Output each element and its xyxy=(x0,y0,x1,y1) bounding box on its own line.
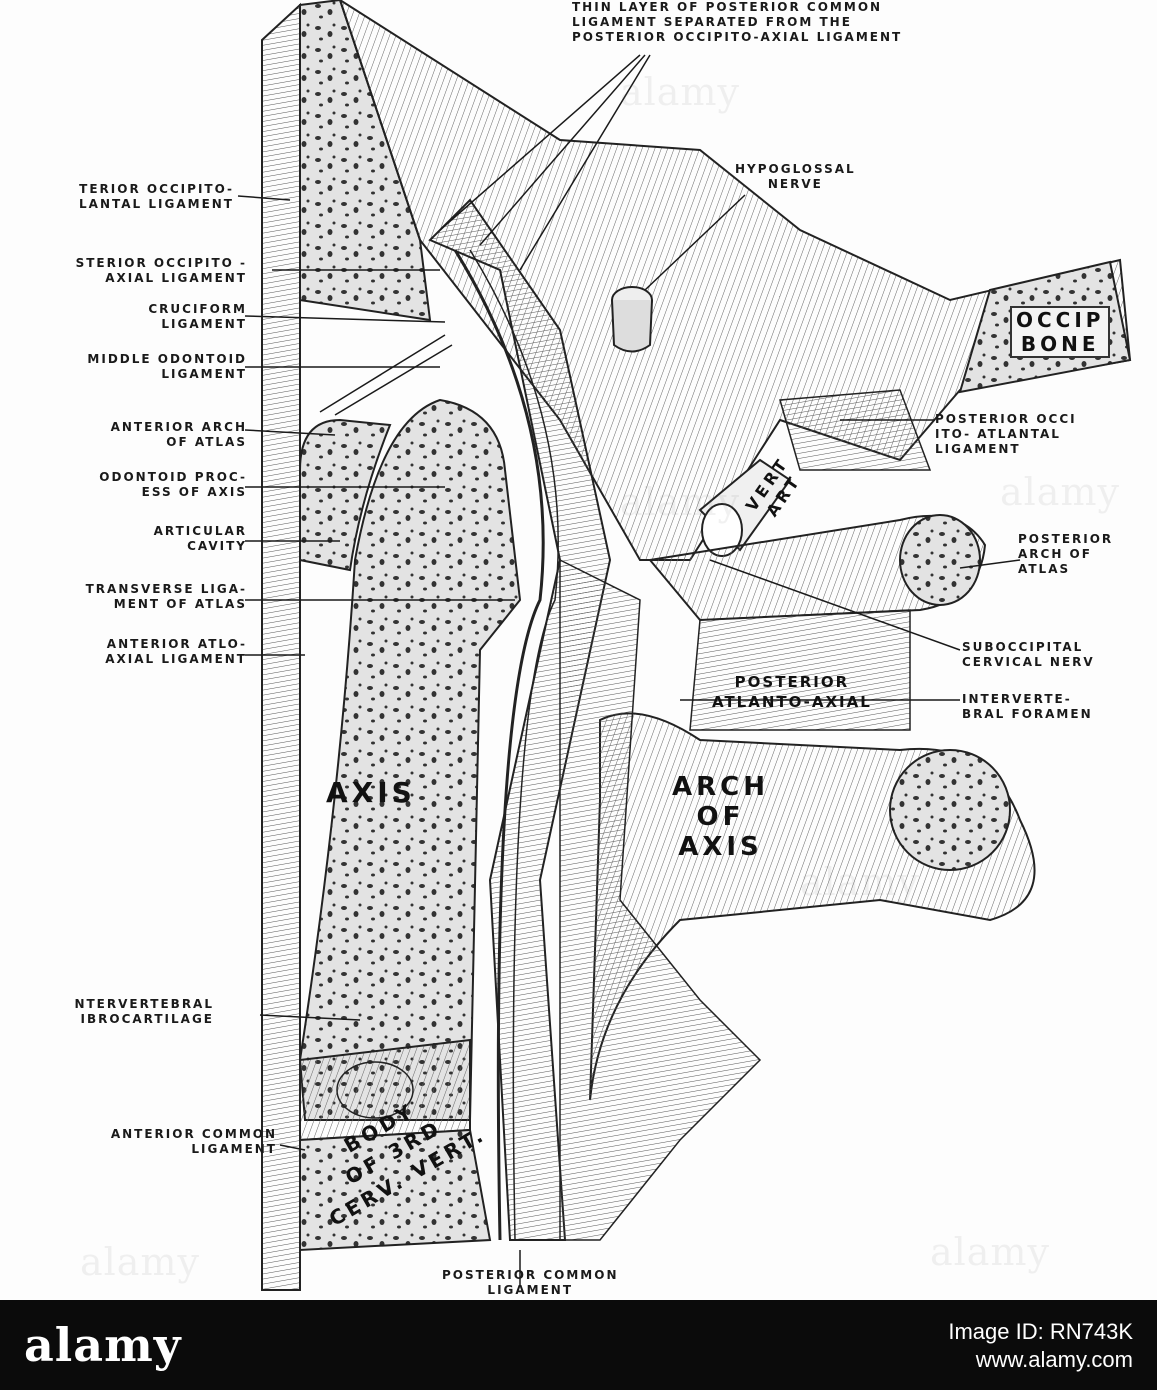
label-intervertebral-fibrocartilage: NTERVERTEBRAL IBROCARTILAGE xyxy=(74,997,214,1026)
label-suboccipital-nerve: SUBOCCIPITAL CERVICAL NERV xyxy=(962,640,1095,669)
label-hypoglossal-nerve: HYPOGLOSSAL NERVE xyxy=(735,162,856,191)
inner-label-posterior-atlanto-axial: POSTERIOR ATLANTO-AXIAL xyxy=(712,673,872,711)
label-middle-odontoid: MIDDLE ODONTOID LIGAMENT xyxy=(87,352,247,381)
label-intervertebral-foramen: INTERVERTE- BRAL FORAMEN xyxy=(962,692,1093,721)
label-anterior-common-ligament: ANTERIOR COMMON LIGAMENT xyxy=(110,1127,277,1156)
lower-posterior-tissue xyxy=(559,558,762,1241)
label-articular-cavity: ARTICULAR CAVITY xyxy=(153,524,247,553)
label-odontoid-process: ODONTOID PROC- ESS OF AXIS xyxy=(99,470,247,499)
inner-label-occip-bone: OCCIP BONE xyxy=(1010,306,1111,358)
footer-info: Image ID: RN743K www.alamy.com xyxy=(948,1318,1133,1374)
label-cruciform-ligament: CRUCIFORM LIGAMENT xyxy=(148,302,247,331)
label-transverse-ligament: TRANSVERSE LIGA- MENT OF ATLAS xyxy=(85,582,247,611)
label-anterior-arch: ANTERIOR ARCH OF ATLAS xyxy=(110,420,247,449)
illustration-plate: alamy alamy alamy alamy alamy alamy THIN… xyxy=(74,0,1132,1297)
label-anterior-atlo-axial: ANTERIOR ATLO- AXIAL LIGAMENT xyxy=(105,637,247,666)
posterior-atlanto-axial-ligament xyxy=(689,609,911,731)
stock-footer: alamy Image ID: RN743K www.alamy.com xyxy=(0,1300,1157,1390)
anatomy-drawing xyxy=(237,0,1132,1291)
leader-lines xyxy=(237,54,1021,1285)
axis-body xyxy=(298,398,522,1121)
posterior-occipito-atlantal-ligament xyxy=(779,389,932,471)
inner-label-axis: AXIS xyxy=(326,776,416,809)
label-posterior-occipito-atlantal: POSTERIOR OCCI ITO- ATLANTAL LIGAMENT xyxy=(935,412,1077,456)
label-posterior-occipito-axial: STERIOR OCCIPITO - AXIAL LIGAMENT xyxy=(75,256,247,285)
label-anterior-occipito-atlantal: TERIOR OCCIPITO- LANTAL LIGAMENT xyxy=(79,182,234,211)
anterior-ligament-strip xyxy=(261,2,301,1291)
image-id: Image ID: RN743K xyxy=(948,1319,1133,1344)
anterior-arch-of-atlas xyxy=(299,418,392,572)
occipital-bone-section xyxy=(299,0,432,322)
footer-url[interactable]: www.alamy.com xyxy=(975,1347,1133,1372)
label-thin-layer: THIN LAYER OF POSTERIOR COMMON LIGAMENT … xyxy=(572,0,903,44)
label-posterior-common-ligament: POSTERIOR COMMON LIGAMENT xyxy=(442,1268,619,1297)
inner-label-arch-of-axis: ARCH OF AXIS xyxy=(672,772,769,862)
body-of-3rd-cervical-vertebra xyxy=(299,1128,492,1252)
alamy-logo[interactable]: alamy xyxy=(24,1318,182,1372)
label-posterior-arch-of-atlas: POSTERIOR ARCH OF ATLAS xyxy=(1018,532,1114,576)
